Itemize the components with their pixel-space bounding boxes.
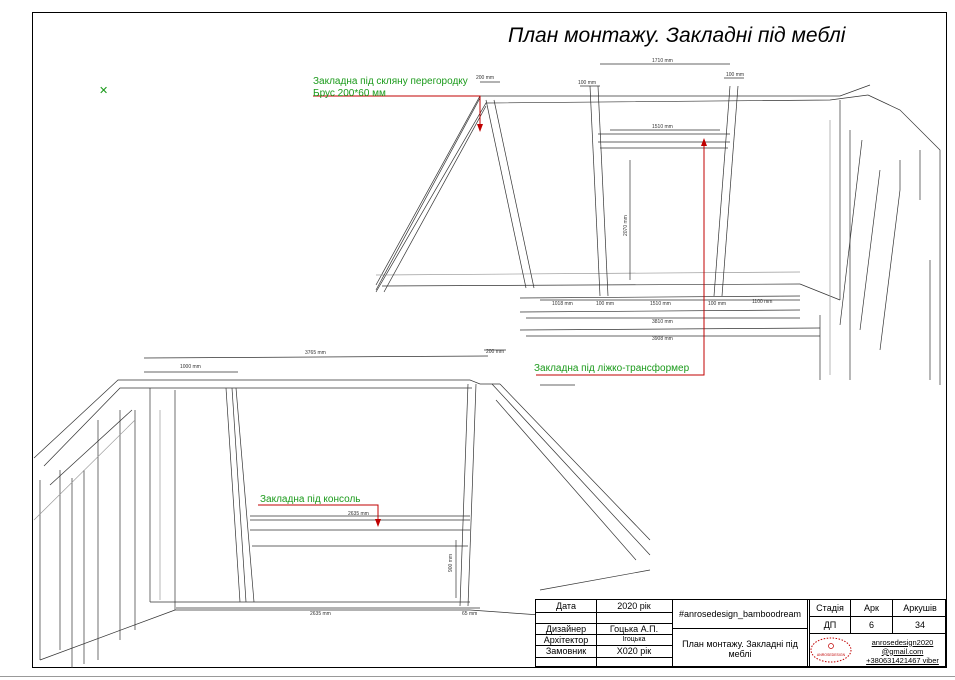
dim-label: 900 mm [448, 554, 454, 572]
designer-label: Дизайнер [545, 623, 587, 634]
page-title: План монтажу. Закладні під меблі [508, 24, 846, 47]
leader-arrows [375, 124, 707, 527]
architect-value: Ігоцька [622, 635, 646, 643]
sheet-label: Арк [864, 603, 879, 613]
hashtag: #anrosedesign_bamboodream [678, 609, 802, 619]
dim-label: 1018 mm [552, 301, 573, 307]
lower-room-lines [33, 349, 651, 668]
contact-email-2[interactable]: @gmail.com [881, 646, 924, 656]
logo-text: ANROSEDESIGN [817, 653, 846, 657]
stage-value: ДП [823, 620, 837, 630]
contact-info: anrosedesign2020 @gmail.com +38063142146… [858, 636, 947, 666]
dim-label: 1000 mm [180, 364, 201, 370]
drawing-name: План монтажу. Закладні під меблі [682, 638, 798, 659]
dim-label: 1510 mm [652, 124, 673, 130]
customer-value: Х020 рік [616, 646, 652, 656]
bed-leader [536, 140, 705, 376]
dim-label: 3908 mm [652, 336, 673, 342]
dim-label: 1710 mm [652, 58, 673, 64]
dim-label: 200 mm [476, 75, 494, 81]
page-bottom-edge [0, 676, 955, 677]
dim-label: 200 mm [486, 349, 504, 355]
dimension-labels: 200 mm 100 mm 1710 mm 100 mm 1510 mm 207… [180, 58, 772, 617]
anrose-logo-icon: ANROSEDESIGN [810, 637, 852, 663]
dim-label: 65 mm [462, 611, 477, 617]
customer-label: Замовник [545, 646, 587, 656]
dim-label: 3810 mm [652, 319, 673, 325]
designer-value: Гоцька А.П. [609, 623, 659, 634]
cross-mark-icon: ✕ [99, 85, 109, 97]
bed-note: Закладна під ліжко-трансформер [534, 363, 690, 374]
date-value: 2020 рік [617, 601, 651, 611]
dim-label: 2635 mm [348, 511, 369, 517]
sheets-value: 34 [914, 620, 925, 630]
sheet-frame [32, 12, 947, 668]
dim-label: 100 mm [708, 301, 726, 307]
dim-label: 2070 mm [623, 215, 629, 236]
leader-lines [258, 95, 705, 525]
contact-email-1[interactable]: anrosedesign2020 [871, 637, 934, 647]
glass-partition-note: Закладна під скляну перегородку Брус 200… [313, 76, 468, 100]
console-leader [258, 504, 379, 525]
dim-label: 2635 mm [310, 611, 331, 617]
glass-partition-leader [313, 95, 481, 130]
dim-label: 1510 mm [650, 301, 671, 307]
stage-label: Стадія [816, 603, 844, 613]
dim-label: 100 mm [596, 301, 614, 307]
glass-partition-note-line1: Закладна під скляну перегородку [313, 76, 468, 87]
upper-room-lines [375, 63, 941, 385]
sheet-value: 6 [868, 620, 874, 630]
sheets-label: Аркушів [903, 603, 937, 613]
dim-label: 1100 mm [752, 299, 772, 305]
dim-label: 3765 mm [305, 350, 326, 356]
date-label: Дата [556, 601, 576, 611]
architect-label: Архітектор [543, 634, 589, 645]
dim-label: 100 mm [726, 72, 744, 78]
glass-partition-note-line2: Брус 200*60 мм [313, 88, 386, 99]
dim-label: 100 mm [578, 80, 596, 86]
contact-phone[interactable]: +380631421467 viber [866, 655, 939, 665]
title-block: Дата 2020 рік Дизайнер Гоцька А.П. Архіт… [535, 599, 947, 668]
console-note: Закладна під консоль [260, 494, 361, 505]
